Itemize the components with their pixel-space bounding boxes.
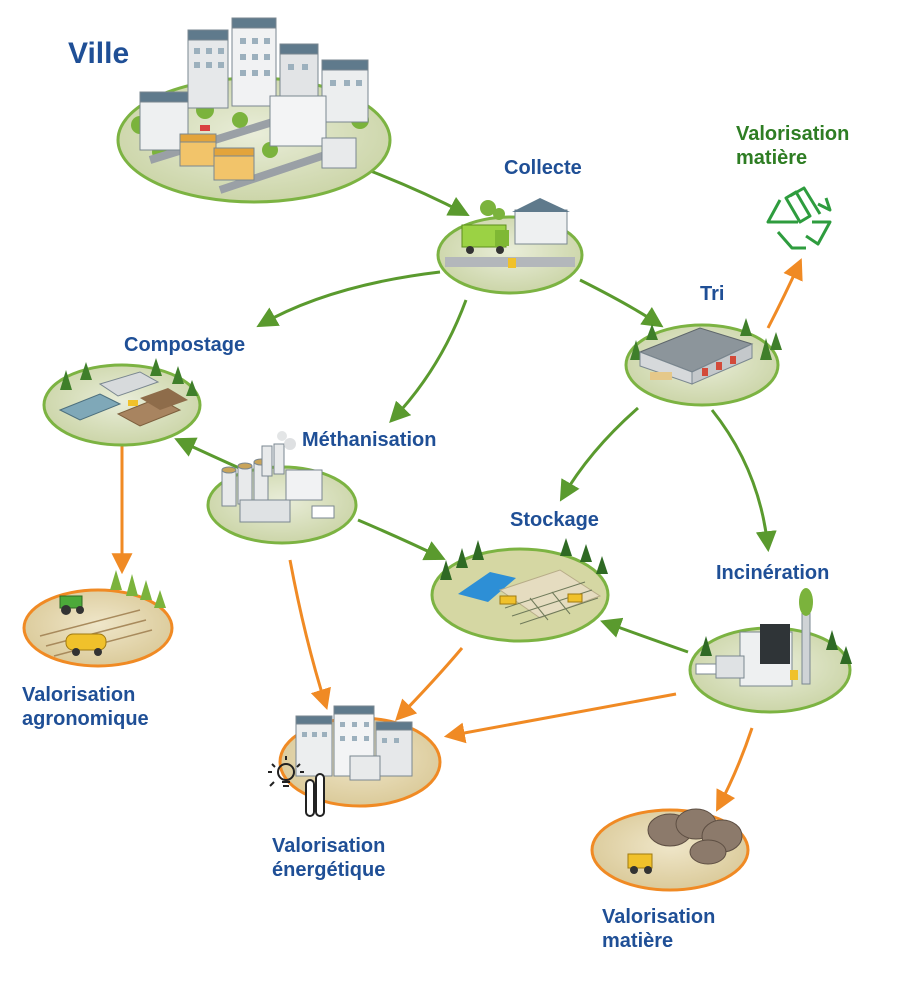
label-valorisation-matiere-top: Valorisation matière xyxy=(736,122,849,170)
label-valorisation-energetique-line1: Valorisation xyxy=(272,835,386,857)
flow-arrows xyxy=(111,168,803,812)
arrow-tri-incineration xyxy=(710,409,777,553)
arrow-tri-stockage xyxy=(559,406,639,502)
node-incineration xyxy=(688,588,852,714)
label-tri: Tri xyxy=(700,283,725,305)
label-incineration: Incinération xyxy=(716,562,830,584)
arrow-stockage-energetique xyxy=(395,647,464,722)
arrow-ville-collecte xyxy=(367,168,470,216)
node-valorisation-energetique xyxy=(278,705,442,808)
node-ville xyxy=(116,17,392,204)
label-collecte: Collecte xyxy=(504,157,582,179)
label-ville: Ville xyxy=(68,37,130,70)
arrow-collecte-tri xyxy=(579,278,664,328)
node-valorisation-matiere-bottom xyxy=(590,808,750,892)
node-valorisation-agronomique xyxy=(22,570,174,668)
node-stockage xyxy=(430,538,610,643)
node-compostage xyxy=(42,358,202,447)
label-valorisation-matiere-bottom: Valorisation matière xyxy=(602,905,715,953)
label-valorisation-matiere-top-line2: matière xyxy=(736,147,808,169)
node-methanisation xyxy=(206,431,358,545)
label-stockage: Stockage xyxy=(510,509,599,531)
arrow-collecte-compostage xyxy=(256,270,441,328)
arrow-methanisation-energetique xyxy=(288,559,331,711)
node-collecte xyxy=(436,198,584,295)
label-compostage: Compostage xyxy=(124,334,246,356)
arrow-collecte-methanisation xyxy=(389,299,468,424)
recycle-icon xyxy=(766,186,832,250)
label-valorisation-agronomique: Valorisation agronomique xyxy=(22,683,149,731)
label-valorisation-energetique-line2: énergétique xyxy=(272,859,386,881)
arrow-tri-valorisation-matiere xyxy=(766,258,803,329)
label-methanisation: Méthanisation xyxy=(302,429,437,451)
label-valorisation-matiere-top-line1: Valorisation xyxy=(736,123,850,145)
battery-icon xyxy=(305,773,325,817)
lightbulb-icon xyxy=(268,756,304,787)
arrow-incineration-energetique xyxy=(443,692,677,744)
arrow-incineration-matiere xyxy=(716,727,754,812)
label-valorisation-agronomique-line2: agronomique xyxy=(22,708,149,730)
label-valorisation-matiere-bottom-line1: Valorisation xyxy=(602,906,716,928)
label-valorisation-energetique: Valorisation énergétique xyxy=(272,834,385,882)
arrow-methanisation-stockage xyxy=(357,518,446,561)
label-valorisation-agronomique-line1: Valorisation xyxy=(22,684,136,706)
arrow-incineration-stockage xyxy=(600,617,689,654)
label-valorisation-matiere-bottom-line2: matière xyxy=(602,930,674,952)
node-tri xyxy=(624,318,782,407)
